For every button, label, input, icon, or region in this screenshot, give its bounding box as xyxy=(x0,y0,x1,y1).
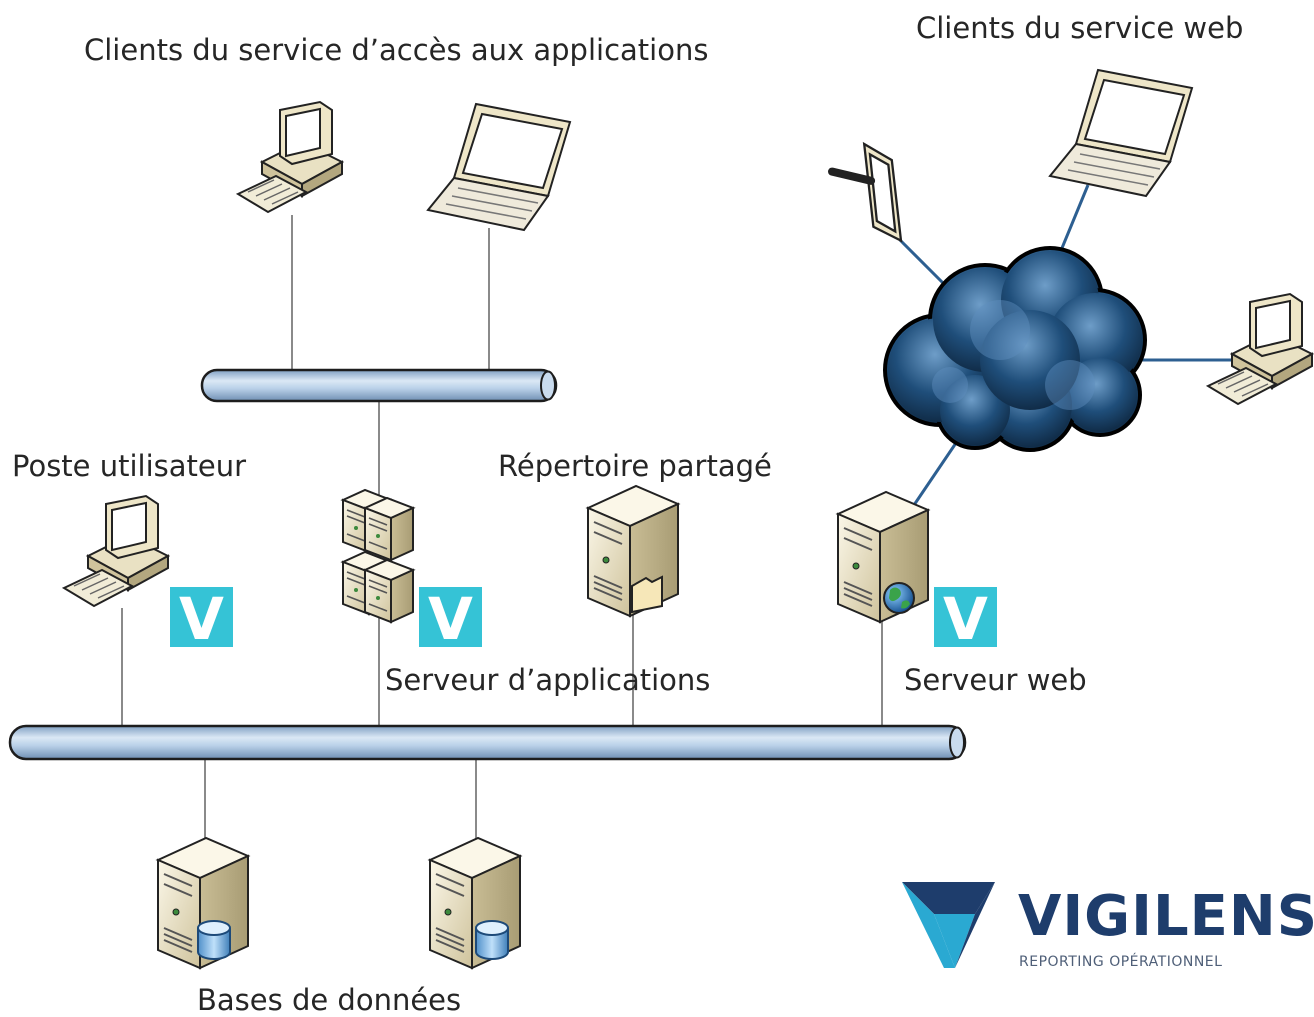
web-clients-label: Clients du service web xyxy=(916,11,1244,45)
app-access-clients-label: Clients du service d’accès aux applicati… xyxy=(84,33,709,67)
globe-icon xyxy=(883,582,915,614)
link-cloud-to-web-server xyxy=(910,439,960,509)
folder-icon xyxy=(631,575,663,614)
vigilens-badge-letter: V xyxy=(428,585,473,653)
vigilens-logo-icon xyxy=(902,882,995,968)
main-network-bus xyxy=(8,724,967,761)
vigilens-badge-letter: V xyxy=(179,585,224,653)
brand-tagline: REPORTING OPÉRATIONNEL xyxy=(1019,954,1223,970)
tablet-icon xyxy=(832,144,901,241)
database-cylinder-icon xyxy=(197,920,231,960)
shared-directory-label: Répertoire partagé xyxy=(498,449,772,483)
desktop-computer-icon xyxy=(1207,293,1313,405)
user-workstation-label: Poste utilisateur xyxy=(12,449,247,483)
desktop-computer-icon xyxy=(237,101,343,213)
vigilens-badge-user-workstation: V xyxy=(170,585,233,653)
laptop-icon xyxy=(1049,69,1193,197)
web-server-label: Serveur web xyxy=(904,663,1087,697)
brand-name: VIGILENS xyxy=(1018,884,1314,949)
client-bus-end-cap xyxy=(540,370,556,401)
app-server-label: Serveur d’applications xyxy=(385,663,711,697)
internet-cloud-icon xyxy=(883,246,1147,452)
vigilens-badge-app-server: V xyxy=(419,585,482,653)
desktop-computer-icon xyxy=(63,495,169,607)
server-tower-icon xyxy=(837,491,929,623)
database-cylinder-icon xyxy=(475,920,509,960)
laptop-icon xyxy=(427,103,571,231)
vigilens-badge-web-server: V xyxy=(934,585,997,653)
main-bus-end-cap xyxy=(949,726,965,759)
client-network-bus xyxy=(200,368,558,403)
databases-label: Bases de données xyxy=(197,983,462,1017)
server-cluster-icon xyxy=(342,489,414,623)
vigilens-badge-letter: V xyxy=(943,585,988,653)
